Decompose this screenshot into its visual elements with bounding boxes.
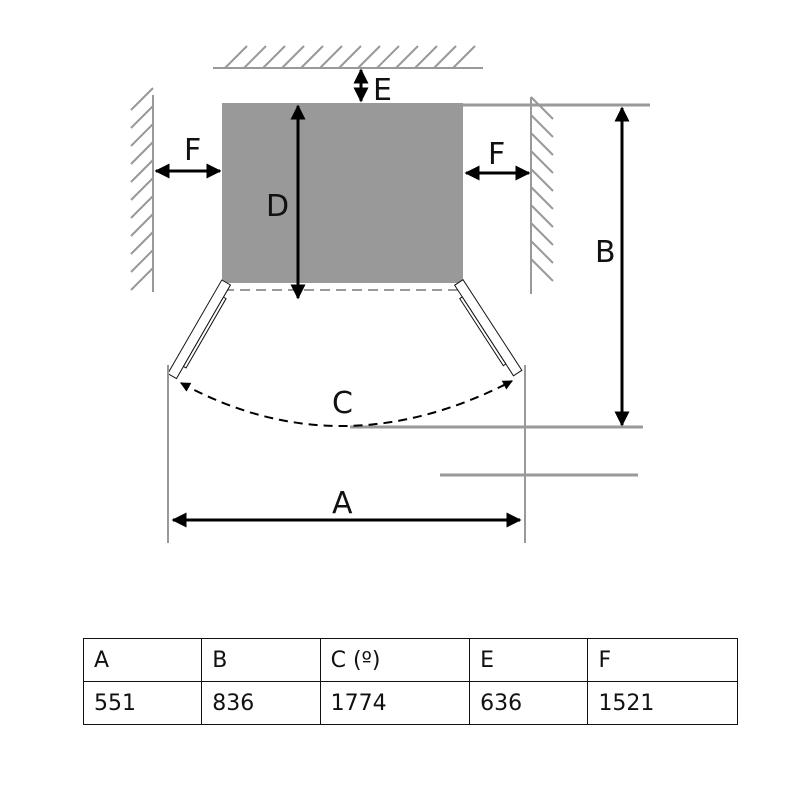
hatch-line — [224, 45, 248, 69]
hatch-line — [130, 195, 154, 219]
header-cell: C (º) — [319, 638, 471, 682]
hatch-line — [530, 258, 554, 282]
label-d: D — [266, 189, 289, 224]
hatch-line — [530, 168, 554, 192]
hatch-line — [130, 177, 154, 201]
hatch-line — [530, 114, 554, 138]
left-wall — [130, 87, 154, 292]
hatch-line — [395, 45, 419, 69]
value-cell: 1521 — [587, 681, 738, 725]
value-cell: 836 — [201, 681, 321, 725]
hatch-line — [530, 132, 554, 156]
hatch-line — [357, 45, 381, 69]
hatch-line — [130, 231, 154, 255]
hatch-line — [414, 45, 438, 69]
hatch-line — [319, 45, 343, 69]
hatch-line — [530, 222, 554, 246]
hatch-line — [281, 45, 305, 69]
hatch-line — [300, 45, 324, 69]
hatch-line — [530, 150, 554, 174]
value-cell: 551 — [82, 681, 203, 725]
hatch-line — [338, 45, 362, 69]
header-cell: B — [201, 638, 321, 682]
value-cell: 636 — [469, 681, 589, 725]
header-cell: A — [82, 638, 203, 682]
hatch-line — [530, 204, 554, 228]
right-wall — [530, 96, 554, 294]
hatch-line — [130, 141, 154, 165]
value-cell: 1774 — [319, 681, 471, 725]
hatch-line — [530, 186, 554, 210]
hatch-line — [530, 240, 554, 264]
dimensions-table: A B C (º) E F 551 836 1774 636 1521 — [82, 638, 738, 725]
hatch-line — [376, 45, 400, 69]
hatch-line — [243, 45, 267, 69]
label-f-left: F — [184, 133, 201, 168]
right-door — [453, 279, 523, 377]
label-e: E — [373, 73, 392, 108]
header-cell: E — [469, 638, 589, 682]
top-wall — [213, 45, 483, 69]
hatch-line — [130, 123, 154, 147]
label-a: A — [332, 486, 353, 521]
appliance-body — [222, 103, 463, 283]
hatch-line — [130, 105, 154, 129]
hatch-line — [452, 45, 476, 69]
hatch-line — [130, 213, 154, 237]
label-c: C — [332, 386, 353, 421]
label-b: B — [595, 235, 616, 270]
left-door — [167, 279, 232, 380]
c-arc-arrow — [180, 380, 513, 427]
hatch-line — [530, 96, 554, 120]
hatch-line — [262, 45, 286, 69]
hatch-line — [130, 159, 154, 183]
label-f-right: F — [488, 137, 505, 172]
header-cell: F — [587, 638, 738, 682]
hatch-line — [130, 267, 154, 291]
table-header-row: A B C (º) E F — [82, 638, 738, 682]
hatch-line — [433, 45, 457, 69]
hatch-line — [130, 249, 154, 273]
hatch-line — [130, 87, 154, 111]
table-value-row: 551 836 1774 636 1521 — [82, 681, 738, 725]
